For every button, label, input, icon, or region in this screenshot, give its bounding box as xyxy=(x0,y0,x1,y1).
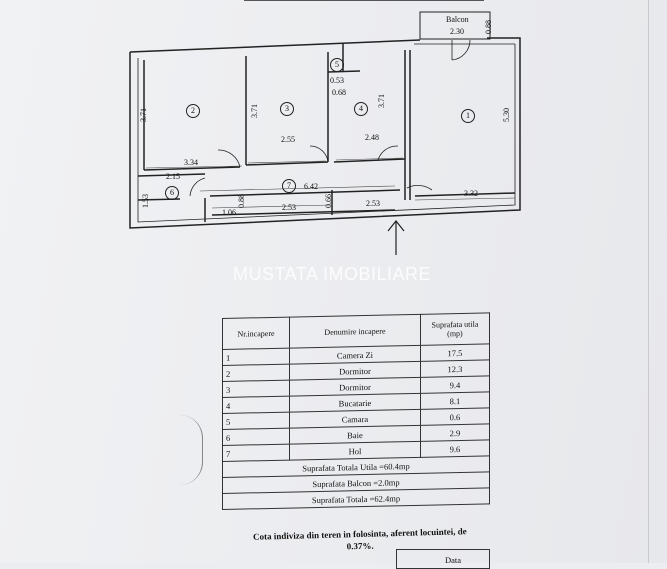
cell-nr: 2 xyxy=(222,364,290,382)
balcony-label: Balcon xyxy=(446,15,469,24)
dim-r2-width: 3.34 xyxy=(184,158,198,167)
room-2-marker: 2 xyxy=(186,104,200,118)
header-area: Suprafata utila (mp) xyxy=(420,312,490,346)
page-fold xyxy=(648,0,649,563)
cell-nr: 3 xyxy=(222,380,290,398)
outer-wall xyxy=(129,37,521,229)
balcony-width-label: 2.30 xyxy=(450,27,464,36)
room-4-marker: 4 xyxy=(354,102,368,116)
dim-r3-height: 3.71 xyxy=(250,104,259,118)
dim-hall-width: 6.42 xyxy=(304,182,318,191)
room-3-marker: 3 xyxy=(280,102,294,116)
cell-area: 12.3 xyxy=(420,359,490,378)
dim-hall-b: 2.53 xyxy=(282,203,296,212)
dim-r4-height: 3.71 xyxy=(377,94,386,108)
dim-hall-c: 2.53 xyxy=(366,199,380,208)
room-5-marker: 5 xyxy=(330,58,344,72)
rooms-table: Nr.incapere Denumire incapere Suprafata … xyxy=(222,312,490,510)
cell-nr: 5 xyxy=(222,412,290,430)
dim-r1-width: 3.32 xyxy=(464,189,478,198)
cell-nr: 7 xyxy=(222,444,290,462)
dim-r6-height: 1.53 xyxy=(141,194,150,208)
cell-area: 9.4 xyxy=(420,375,490,394)
watermark: MUSTATA IMOBILIARE xyxy=(233,264,432,284)
dim-r3-width: 2.55 xyxy=(281,135,295,144)
balcony-outline xyxy=(419,11,491,40)
dim-r6-width: 2.15 xyxy=(166,172,180,181)
dim-hall-h: 0.66 xyxy=(324,194,333,208)
room-6-marker: 6 xyxy=(165,186,179,200)
room-7-marker: 7 xyxy=(282,179,296,193)
cell-area: 2.9 xyxy=(420,423,490,442)
dim-small: 0.88 xyxy=(237,194,246,208)
dim-r5-a: 0.53 xyxy=(330,76,344,85)
floor-plan xyxy=(129,11,521,229)
top-border-line xyxy=(244,0,484,1)
dim-r2-height: 3.71 xyxy=(139,108,148,122)
dim-r6-b: 1.06 xyxy=(222,208,236,217)
balcony-depth-label: 0.88 xyxy=(484,20,493,34)
cell-area: 9.6 xyxy=(420,439,490,458)
dim-r5-b: 0.68 xyxy=(332,88,346,97)
header-nr: Nr.incapere xyxy=(222,317,290,350)
cell-area: 8.1 xyxy=(420,391,490,410)
date-box: Data xyxy=(396,549,490,569)
stamp-mark xyxy=(180,415,203,485)
dim-r4-width: 2.48 xyxy=(365,133,379,142)
date-label: Data xyxy=(445,555,462,565)
cell-nr: 6 xyxy=(222,428,290,446)
cell-area: 0.6 xyxy=(420,407,490,426)
entrance-arrow-icon xyxy=(387,220,405,255)
cell-nr: 4 xyxy=(222,396,290,414)
cell-nr: 1 xyxy=(222,348,290,366)
header-name: Denumire incapere xyxy=(289,314,421,349)
room-1-marker: 1 xyxy=(461,109,475,123)
dim-r1-height: 5.30 xyxy=(502,108,511,122)
cell-area: 17.5 xyxy=(420,343,490,362)
